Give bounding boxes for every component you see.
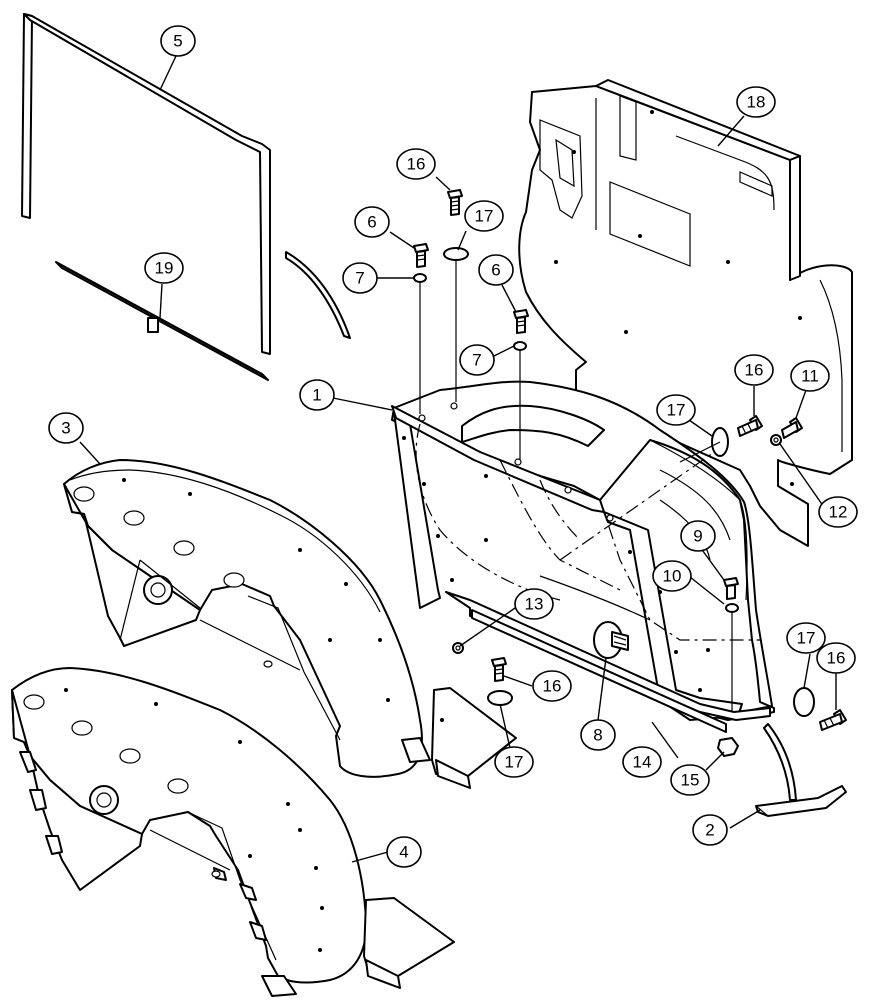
callout-17-right-lower: 17: [786, 622, 826, 654]
callout-label: 9: [693, 527, 702, 546]
washer-left: [413, 273, 427, 283]
washer-right: [513, 341, 527, 351]
callout-5: 5: [160, 25, 196, 57]
part-flat-strip: [55, 261, 269, 381]
part-foot-bracket-upper: [431, 687, 517, 789]
callout-17-top: 17: [464, 200, 504, 232]
bolt-13: [781, 417, 803, 439]
callout-16-middle: 16: [532, 670, 572, 702]
callout-label: 16: [543, 677, 562, 696]
callout-label: 1: [312, 386, 321, 405]
callout-6-left: 6: [354, 206, 390, 238]
callout-label: 18: [747, 93, 766, 112]
callout-19: 19: [144, 252, 184, 284]
callout-17-middle: 17: [494, 746, 534, 778]
callout-label: 13: [525, 595, 544, 614]
part-clip: [717, 737, 739, 757]
callout-1: 1: [299, 379, 335, 411]
callout-label: 19: [155, 259, 174, 278]
part-center-housing: [391, 380, 775, 721]
curved-wire-upper: [285, 251, 351, 339]
callout-18: 18: [736, 86, 776, 118]
callout-12: 14: [622, 746, 662, 778]
callout-label: 17: [505, 753, 524, 772]
callout-label: 14: [633, 753, 652, 772]
flat-washer-right-lower: [793, 687, 815, 717]
callout-7-left: 7: [342, 262, 378, 294]
part-small-bracket: [755, 785, 847, 817]
flat-washer-top: [443, 247, 469, 261]
part-foot-bracket-lower: [363, 897, 455, 989]
callout-label: 7: [472, 351, 481, 370]
bolt-middle: [491, 657, 507, 682]
callout-label: 3: [61, 419, 70, 438]
callout-label: 4: [399, 843, 408, 862]
callout-11: 15: [670, 764, 710, 796]
bolt-left: [413, 243, 429, 268]
part-left-fender-upper: [63, 459, 431, 778]
callout-6-right: 6: [478, 254, 514, 286]
callout-2: 2: [692, 814, 728, 846]
callout-label: 12: [829, 503, 848, 522]
part-rear-panel: [518, 79, 853, 547]
callout-label: 10: [663, 567, 682, 586]
callout-13: 11: [790, 360, 830, 392]
part-left-fender-lower: [11, 667, 368, 997]
washer-10: [725, 603, 739, 613]
callout-16-right-lower: 16: [816, 642, 856, 674]
flat-washer-middle: [487, 690, 513, 706]
callout-10: 10: [652, 560, 692, 592]
callout-7-right: 7: [459, 344, 495, 376]
callout-17-rear: 17: [656, 394, 696, 426]
callout-label: 17: [475, 207, 494, 226]
part-long-strip: [471, 609, 727, 733]
bolt-right-lower: [819, 709, 847, 731]
callout-15: 13: [514, 588, 554, 620]
callout-label: 8: [593, 726, 602, 745]
callout-8: 8: [580, 719, 616, 751]
bolt-right: [513, 309, 529, 334]
callout-label: 16: [745, 361, 764, 380]
callout-14: 12: [818, 496, 858, 528]
callout-label: 15: [681, 771, 700, 790]
bolt-rear: [737, 415, 763, 437]
callout-3: 3: [48, 412, 84, 444]
callout-label: 6: [491, 261, 500, 280]
callout-16-top: 16: [396, 148, 436, 180]
callout-4: 4: [386, 836, 422, 868]
callout-label: 17: [797, 629, 816, 648]
callout-label: 6: [367, 213, 376, 232]
callout-label: 16: [827, 649, 846, 668]
callout-label: 16: [407, 155, 426, 174]
bolt-top: [447, 189, 463, 216]
bolt-9: [723, 577, 739, 600]
part-rod-frame: [21, 13, 271, 355]
callout-label: 5: [173, 32, 182, 51]
part-knob: [593, 621, 629, 659]
callout-16-rear: 16: [734, 354, 774, 386]
curved-wire-lower: [763, 723, 797, 801]
leader-lines: [79, 55, 837, 863]
callout-9: 9: [680, 520, 716, 552]
callout-label: 11: [801, 367, 819, 386]
callout-label: 7: [355, 269, 364, 288]
callout-label: 2: [705, 821, 714, 840]
callout-label: 17: [667, 401, 686, 420]
